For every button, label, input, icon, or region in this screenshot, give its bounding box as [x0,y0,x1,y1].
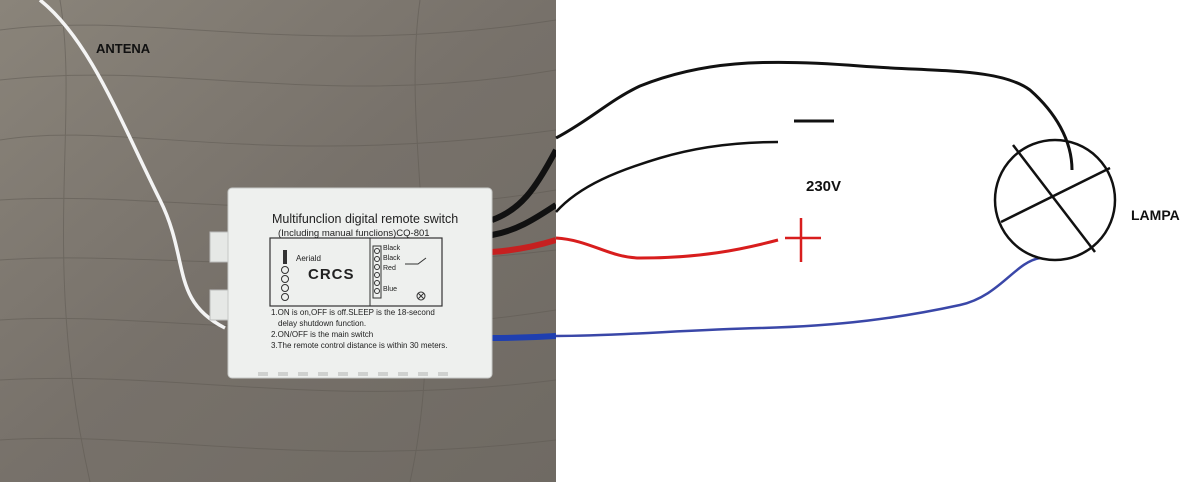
module-body [227,187,493,379]
right-terminals [372,245,382,299]
lamp-cross-small [417,292,425,300]
module-note: 3.The remote control distance is within … [271,341,448,350]
black-wire-2 [491,202,556,238]
module-note: delay shutdown function. [278,319,367,328]
lamp-symbol-small [416,291,426,301]
voltage-label: 230V [806,178,842,195]
module-subtitle: (Including manual funclions)CQ-801 [278,228,430,239]
terminal-label: Blue [383,286,398,293]
terminal-label: Black [383,255,401,262]
terminal-label: Red [383,265,396,272]
black-wire-to-lamp [555,60,1074,171]
photo-illustration [0,0,556,482]
black-wire-to-minus [555,140,779,213]
blue-wire [491,333,556,341]
lamp-cross-a [1012,144,1096,253]
lamp-cross-b [1000,166,1111,224]
red-wire-to-plus [555,236,779,260]
black-wire-1 [490,148,556,223]
vent-slots [258,372,448,376]
device-photo: Multifunclion digital remote switch (Inc… [0,0,556,482]
red-wire [491,237,556,255]
lamp-symbol [993,138,1117,262]
terminal-label: Black [383,245,401,252]
module-label: Multifunclion digital remote switch (Inc… [228,188,492,378]
left-terminals [281,266,289,301]
module-note: 2.ON/OFF is the main switch [271,330,374,339]
thermometer-glyph [283,250,287,264]
switch-symbol [405,257,427,265]
module-note: 1.ON is on,OFF is off.SLEEP is the 18-se… [271,308,435,317]
lamp-label: LAMPA [1131,207,1180,223]
module-brand: Aeriald [296,254,321,263]
module-title: Multifunclion digital remote switch [272,212,459,226]
module-logo: CRCS [308,266,355,283]
antenna-label: ANTENA [96,41,151,56]
module-panel [269,237,443,307]
antenna-wire [38,0,226,330]
blue-wire-to-lamp [555,256,1041,338]
